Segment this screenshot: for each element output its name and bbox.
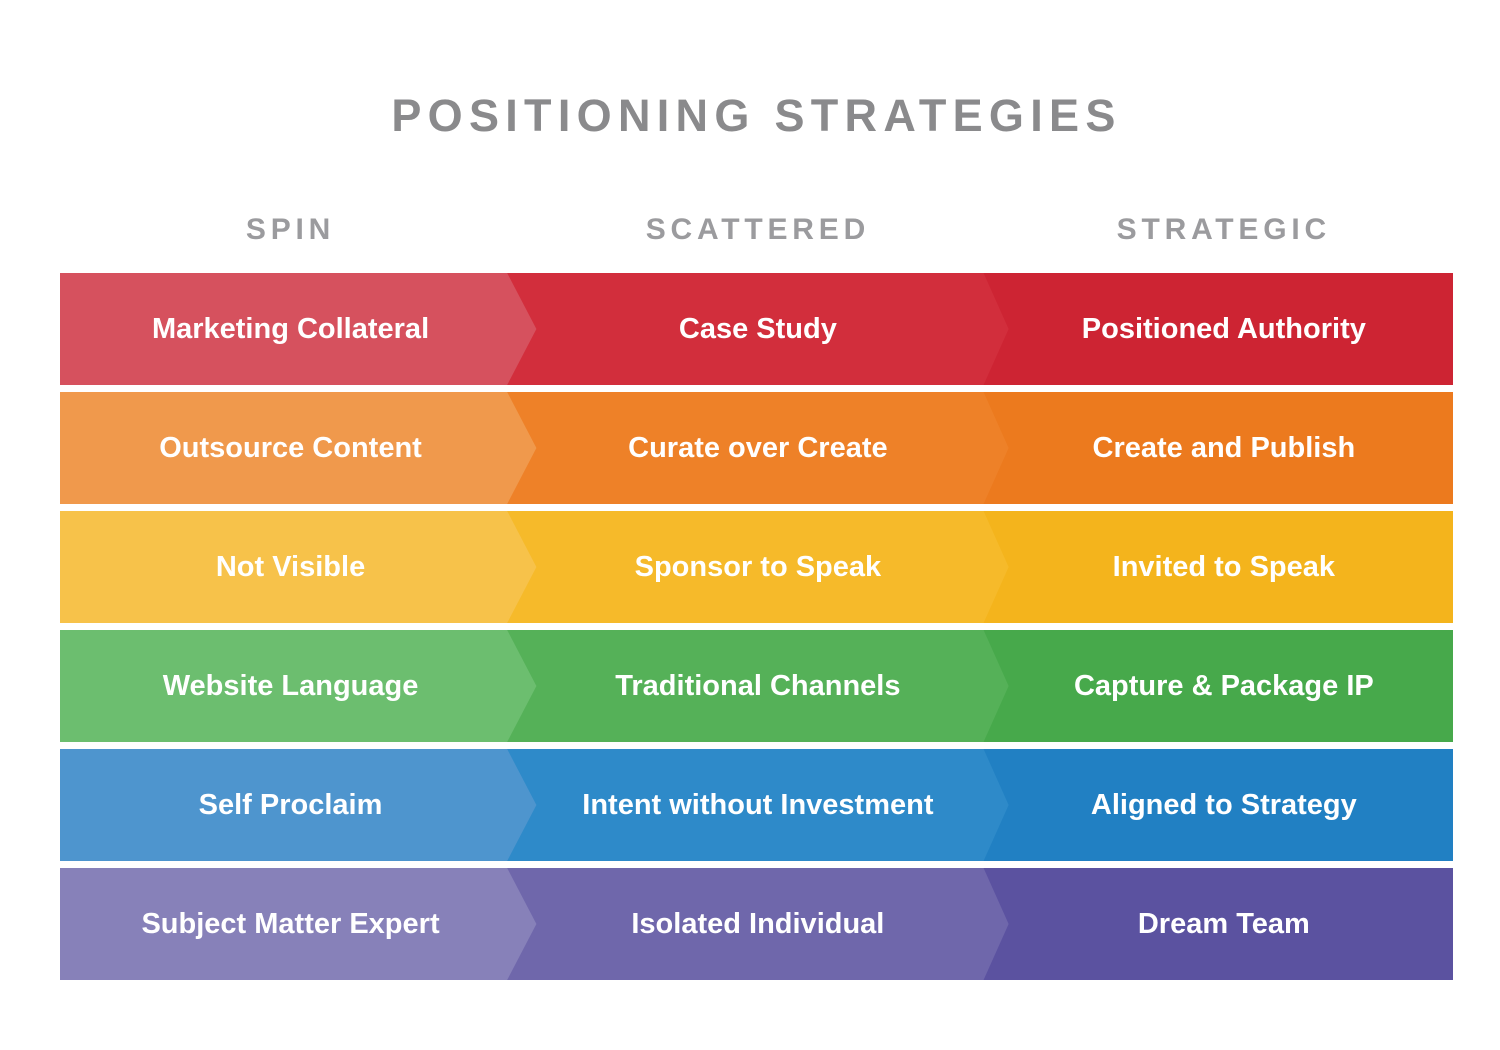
column-header-strategic: STRATEGIC (1116, 213, 1331, 246)
row-segment-spin (60, 511, 537, 623)
cell-spin: Marketing Collateral (151, 312, 430, 345)
cell-scattered: Sponsor to Speak (634, 550, 882, 583)
row-segment-spin (60, 749, 537, 861)
cell-scattered: Curate over Create (628, 431, 888, 464)
cell-spin: Subject Matter Expert (141, 907, 440, 940)
strategy-row-green: Website Language Traditional Channels Ca… (60, 630, 1453, 742)
strategy-row-orange: Outsource Content Curate over Create Cre… (60, 392, 1453, 504)
cell-scattered: Intent without Investment (582, 788, 934, 821)
cell-scattered: Isolated Individual (631, 907, 885, 940)
strategy-rows: Marketing Collateral Case Study Position… (60, 273, 1453, 980)
column-header-spin: SPIN (245, 213, 336, 246)
cell-strategic: Positioned Authority (1081, 312, 1366, 345)
cell-strategic: Aligned to Strategy (1090, 788, 1357, 821)
cell-spin: Outsource Content (159, 431, 422, 464)
row-segment-spin (60, 392, 537, 504)
cell-scattered: Traditional Channels (615, 669, 901, 702)
strategy-row-purple: Subject Matter Expert Isolated Individua… (60, 868, 1453, 980)
cell-strategic: Capture & Package IP (1073, 669, 1374, 702)
cell-strategic: Dream Team (1137, 907, 1310, 940)
row-segment-spin (60, 868, 537, 980)
row-segment-spin (60, 630, 537, 742)
strategy-row-yellow: Not Visible Sponsor to Speak Invited to … (60, 511, 1453, 623)
cell-spin: Website Language (162, 669, 419, 702)
page-title: POSITIONING STRATEGIES (391, 90, 1122, 141)
cell-spin: Self Proclaim (198, 788, 383, 821)
strategy-row-red: Marketing Collateral Case Study Position… (60, 273, 1453, 385)
cell-strategic: Create and Publish (1092, 431, 1356, 464)
strategy-row-blue: Self Proclaim Intent without Investment … (60, 749, 1453, 861)
column-headers: SPIN SCATTERED STRATEGIC (60, 213, 1453, 247)
cell-strategic: Invited to Speak (1112, 550, 1336, 583)
column-header-scattered: SCATTERED (645, 213, 871, 246)
cell-scattered: Case Study (678, 312, 837, 345)
cell-spin: Not Visible (215, 550, 366, 583)
row-segment-spin (60, 273, 537, 385)
